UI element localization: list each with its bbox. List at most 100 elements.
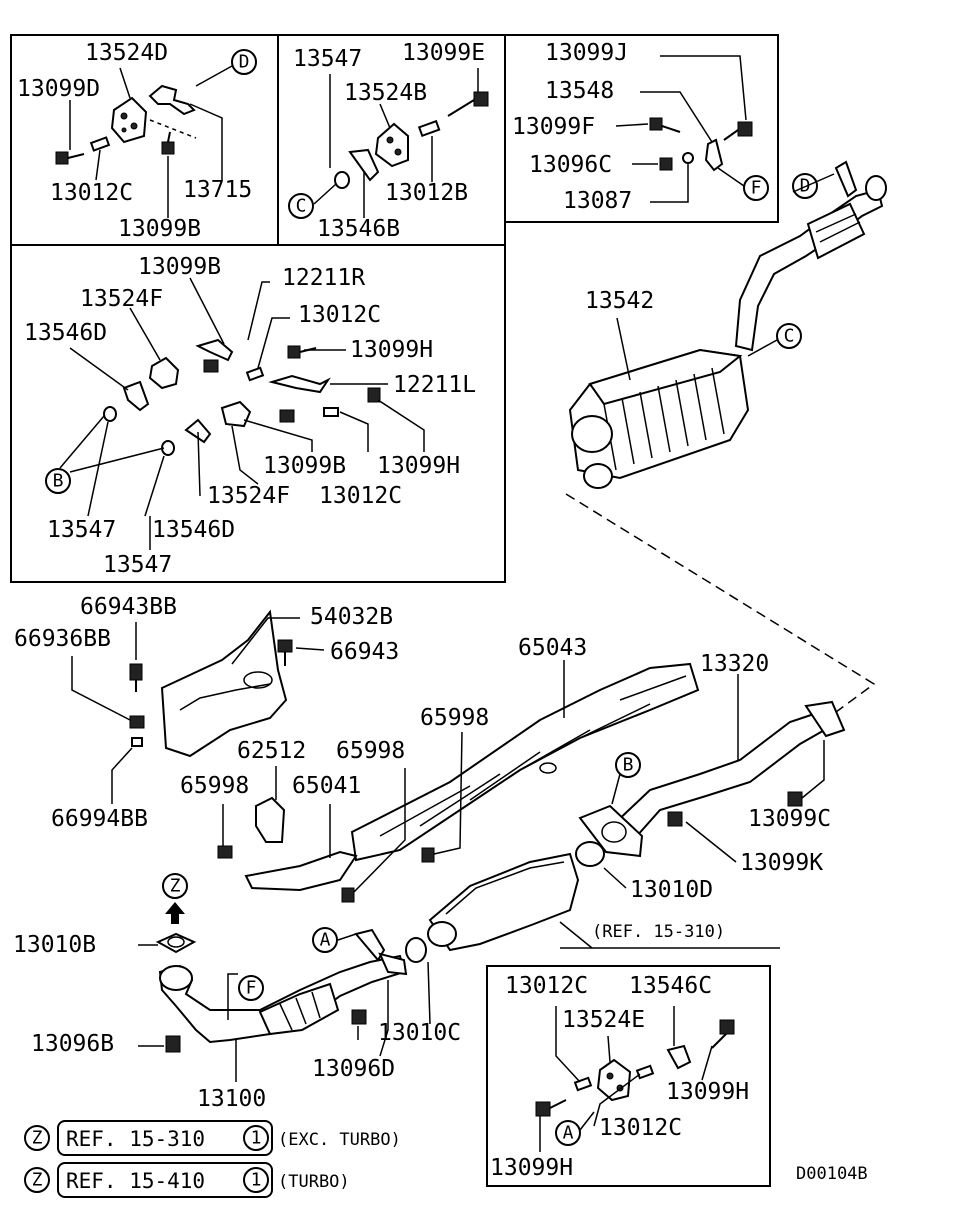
part-label-13099h: 13099H xyxy=(350,337,433,363)
bolt-13099b-upper-icon xyxy=(203,359,219,373)
part-label-13100: 13100 xyxy=(197,1086,266,1112)
main-muffler-assembly: 13542 D C xyxy=(565,160,887,713)
nut-13096c-icon xyxy=(659,157,673,171)
pin-13012c-left-icon xyxy=(573,1076,593,1092)
part-label-13547: 13547 xyxy=(103,552,172,578)
callout-b-main: B xyxy=(615,752,641,778)
part-label-13099b: 13099B xyxy=(263,453,346,479)
part-label-65043: 65043 xyxy=(518,635,587,661)
bolt-13099f-icon xyxy=(649,117,663,131)
callout-a-box: A xyxy=(555,1120,581,1146)
svg-text:F: F xyxy=(751,178,762,199)
part-label-13548: 13548 xyxy=(545,78,614,104)
part-label-13012c: 13012C xyxy=(599,1115,682,1141)
svg-text:1: 1 xyxy=(251,1128,262,1149)
bolt-13099e-icon xyxy=(473,91,489,107)
svg-text:D: D xyxy=(239,52,250,73)
part-label-65998: 65998 xyxy=(420,705,489,731)
part-label-13096b: 13096B xyxy=(31,1031,114,1057)
part-label-13524d: 13524D xyxy=(85,40,168,66)
bracket-13715 xyxy=(148,84,196,116)
part-label-54032b: 54032B xyxy=(310,604,393,630)
svg-text:Z: Z xyxy=(32,1170,43,1191)
part-label-13087: 13087 xyxy=(563,188,632,214)
bolt-13099j-icon xyxy=(737,121,753,137)
svg-text:F: F xyxy=(246,978,257,999)
part-label-66943: 66943 xyxy=(330,639,399,665)
bolt-13099d-icon xyxy=(55,151,69,165)
part-label-13546d: 13546D xyxy=(24,320,107,346)
heat-shield-assembly: 66943BB 54032B 66936BB 66943 65043 13320… xyxy=(14,594,769,903)
detail-hanger-d: 13524D 13099D 13012C 13715 13099B D xyxy=(17,40,257,242)
part-label-13099c: 13099C xyxy=(748,806,831,832)
gasket-13010b-icon xyxy=(155,932,197,954)
bracket-13548 xyxy=(704,138,724,172)
bolt-13099h-left-icon xyxy=(535,1101,551,1117)
part-label-13524f: 13524F xyxy=(207,483,290,509)
center-pipe-flange xyxy=(804,700,846,738)
washer-13547-icon xyxy=(334,171,350,189)
part-label-13547: 13547 xyxy=(293,46,362,72)
part-label-13546b: 13546B xyxy=(317,216,400,242)
svg-text:1: 1 xyxy=(251,1170,262,1191)
bolt-13099b-icon xyxy=(161,141,175,155)
part-label-13010b: 13010B xyxy=(13,932,96,958)
pin-13012c-lower-icon xyxy=(323,407,339,417)
part-label-13012c: 13012C xyxy=(50,180,133,206)
svg-text:C: C xyxy=(296,196,307,217)
gasket-13010c-icon xyxy=(405,937,427,963)
part-label-12211l: 12211L xyxy=(393,372,476,398)
washer-66994bb-icon xyxy=(131,737,143,747)
reference-main: (REF. 15-310) xyxy=(592,922,725,942)
part-label-66994bb: 66994BB xyxy=(51,806,148,832)
part-label-65998: 65998 xyxy=(336,738,405,764)
tail-pipe xyxy=(734,188,884,352)
part-label-13099h: 13099H xyxy=(490,1155,573,1181)
part-label-65041: 65041 xyxy=(292,773,361,799)
callout-c: C xyxy=(288,193,314,219)
reference-code: REF. 15-410 xyxy=(66,1169,205,1193)
arrow-up-icon xyxy=(165,902,185,924)
nut-13096d-icon xyxy=(351,1009,367,1025)
svg-text:B: B xyxy=(53,471,64,492)
part-label-13099h: 13099H xyxy=(666,1079,749,1105)
part-label-13012c: 13012C xyxy=(319,483,402,509)
bracket-13546b xyxy=(348,148,380,182)
part-label-65998: 65998 xyxy=(180,773,249,799)
bracket-13546d-upper xyxy=(122,380,150,412)
bolt-13099h-lower-icon xyxy=(367,387,381,403)
bolt-13099b-lower-icon xyxy=(279,409,295,423)
reference-note-exc-turbo: Z REF. 15-310 1 (EXC. TURBO) xyxy=(24,1120,401,1156)
bracket-62512 xyxy=(255,796,286,843)
svg-text:C: C xyxy=(784,326,795,347)
detail-hanger-b: 13099B 12211R 13524F 13012C 13546D 13099… xyxy=(24,254,476,578)
part-label-13096d: 13096D xyxy=(312,1056,395,1082)
detail-box-frames xyxy=(10,34,779,1187)
callout-a: A xyxy=(312,927,338,953)
part-label-13099f: 13099F xyxy=(512,114,595,140)
bracket-12211r xyxy=(195,338,234,362)
detail-hanger-a: 13012C 13546C 13524E 13099H 13012C 13099… xyxy=(490,973,749,1181)
part-label-12211r: 12211R xyxy=(282,265,365,291)
heat-shield-65041 xyxy=(244,850,358,892)
part-label-66943bb: 66943BB xyxy=(80,594,177,620)
tail-hanger-bracket xyxy=(834,160,858,198)
bolt-66943-icon xyxy=(277,639,293,653)
part-label-13099h: 13099H xyxy=(377,453,460,479)
part-label-62512: 62512 xyxy=(237,738,306,764)
pin-13012c-upper-icon xyxy=(245,366,265,382)
reference-code: REF. 15-310 xyxy=(66,1127,205,1151)
bolt-13099h-upper-icon xyxy=(287,345,301,359)
part-label-13099e: 13099E xyxy=(402,40,485,66)
reference-note: (EXC. TURBO) xyxy=(278,1130,401,1150)
part-label-13099d: 13099D xyxy=(17,76,100,102)
washer-13087-icon xyxy=(682,152,694,164)
part-label-13524e: 13524E xyxy=(562,1007,645,1033)
part-label-13099b: 13099B xyxy=(118,216,201,242)
callout-b: B xyxy=(45,468,71,494)
bolt-13099c-icon xyxy=(787,791,803,807)
bolt-13099h-right-icon xyxy=(719,1019,735,1035)
part-label-13524b: 13524B xyxy=(344,80,427,106)
part-label-13524f: 13524F xyxy=(80,286,163,312)
part-label-13546c: 13546C xyxy=(629,973,712,999)
